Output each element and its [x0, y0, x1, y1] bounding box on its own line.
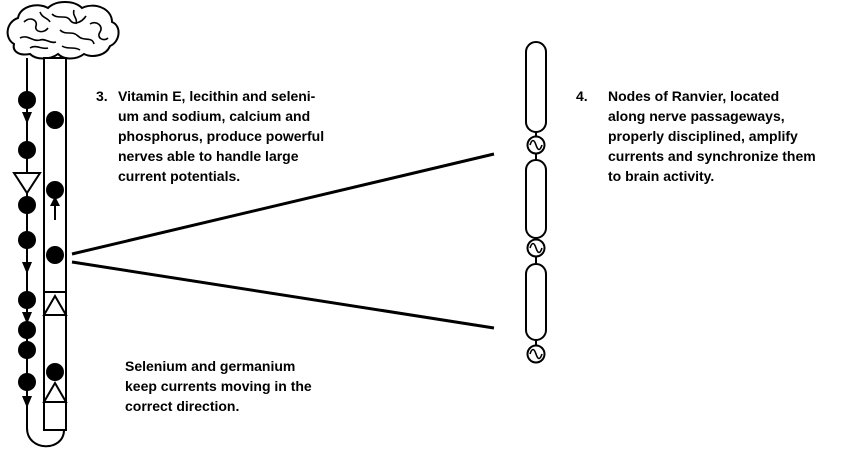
charge-dot [18, 196, 36, 214]
sine-wave-icon [529, 139, 543, 151]
down-arrow-icon [22, 262, 32, 274]
caption-ranvier: 4. Nodes of Ranvier, located along nerve… [576, 86, 851, 186]
caption-selenium: Selenium and germanium keep currents mov… [125, 356, 385, 416]
node-of-ranvier [526, 135, 546, 155]
brain-icon [6, 1, 120, 60]
myelin-segment [525, 263, 547, 341]
down-arrow-icon [22, 396, 32, 408]
diode-up-icon [42, 294, 68, 316]
sine-wave-icon [529, 348, 543, 360]
node-of-ranvier [526, 238, 546, 258]
caption-text: Nodes of Ranvier, located along nerve pa… [608, 88, 816, 184]
zoom-lines [71, 152, 495, 330]
left-arrows [22, 112, 32, 408]
sine-wave-icon [529, 242, 543, 254]
charge-dot [18, 373, 36, 391]
charge-dot [46, 111, 64, 129]
caption-text: Selenium and germanium keep currents mov… [125, 358, 312, 414]
caption-vitamin: 3. Vitamin E, lecithin and seleni- um an… [96, 86, 386, 186]
myelin-segment [525, 159, 547, 239]
myelin-segment [525, 41, 547, 133]
up-arrow-icon [50, 196, 60, 220]
ascending-channel [43, 57, 67, 431]
charge-dot [46, 246, 64, 264]
diode-up-icon [42, 381, 68, 403]
charge-dot [18, 321, 36, 339]
node-of-ranvier [526, 344, 546, 364]
charge-dot [18, 231, 36, 249]
charge-dot [18, 291, 36, 309]
diode-down-icon [12, 172, 42, 195]
charge-dot [46, 363, 64, 381]
bottom-loop [26, 400, 65, 448]
charge-dot [46, 181, 64, 199]
down-arrow-icon [22, 312, 32, 324]
caption-text: Vitamin E, lecithin and seleni- um and s… [118, 88, 325, 184]
charge-dot [18, 91, 36, 109]
right-charges [46, 111, 64, 381]
nerve-fiber-detail [525, 41, 547, 345]
caption-number: 3. [96, 88, 108, 104]
left-charges [18, 91, 36, 391]
charge-dot [18, 141, 36, 159]
charge-dot [18, 341, 36, 359]
down-arrow-icon [22, 112, 32, 124]
caption-number: 4. [576, 88, 588, 104]
